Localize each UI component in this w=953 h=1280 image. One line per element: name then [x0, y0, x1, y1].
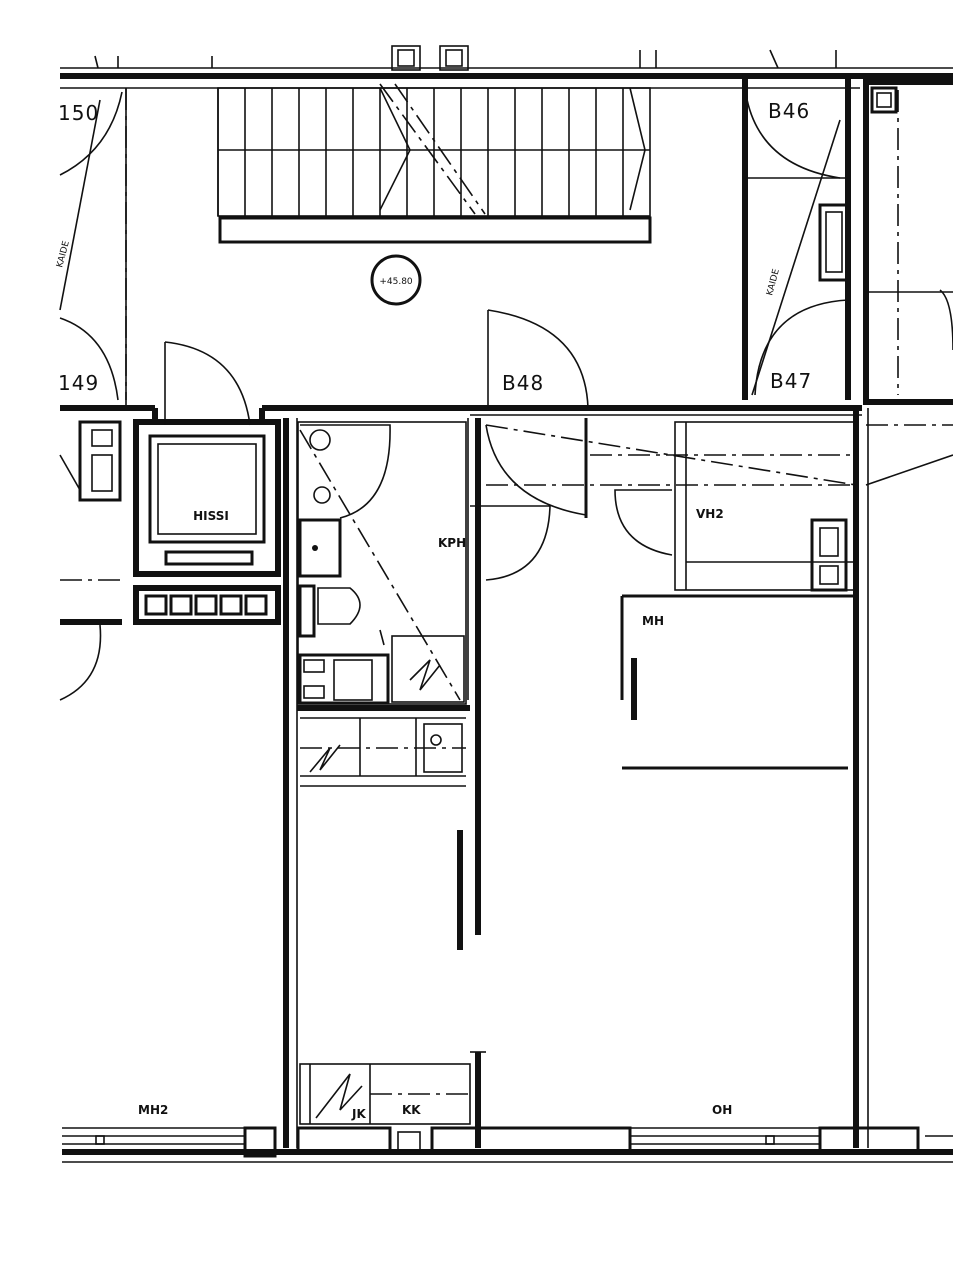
bedroom-mh: MH [620, 594, 855, 770]
hissi-label: HISSI [193, 509, 229, 523]
elevator-panel-box [169, 594, 193, 616]
mh2-label: MH2 [138, 1103, 168, 1117]
elevator-panel-box [244, 594, 268, 616]
wardrobe-vh2: VH2 [614, 421, 856, 592]
room-b50-label: 150 [58, 101, 99, 125]
room-b47-label: B47 [770, 369, 812, 393]
room-b48-label: B48 [502, 371, 544, 395]
elevation-marker: +45.80 [370, 254, 422, 306]
storage-jk-kk: JK KK [299, 1063, 471, 1125]
mh-label: MH [642, 614, 664, 628]
kk-label: KK [402, 1103, 421, 1117]
left-edge [59, 405, 158, 701]
elevator: HISSI [133, 341, 281, 625]
oh-label: OH [712, 1103, 732, 1117]
bottom-exterior-wall [62, 1126, 953, 1163]
top-corridor-wall [60, 45, 953, 89]
room-b49-label: 149 [58, 371, 99, 395]
vh2-label: VH2 [696, 507, 724, 521]
kph-label: KPH [438, 536, 466, 550]
elevator-panel-box [144, 594, 168, 616]
elevator-panel-box [219, 594, 243, 616]
room-b46-label: B46 [768, 99, 810, 123]
bathroom: KPH [297, 421, 551, 705]
kitchen-counter [297, 705, 470, 787]
elevator-panel-box [194, 594, 218, 616]
staircase [217, 83, 652, 244]
apartment-walls [259, 405, 869, 1148]
right-shaft [863, 79, 953, 405]
storage-left: 150 149 KAIDE [55, 88, 127, 405]
entrance: B48 [485, 309, 953, 518]
kaide-right-label: KAIDE [765, 268, 782, 297]
elevation-label: +45.80 [379, 277, 413, 287]
storage-right: B46 B47 KAIDE [742, 76, 851, 400]
jk-label: JK [351, 1107, 366, 1121]
